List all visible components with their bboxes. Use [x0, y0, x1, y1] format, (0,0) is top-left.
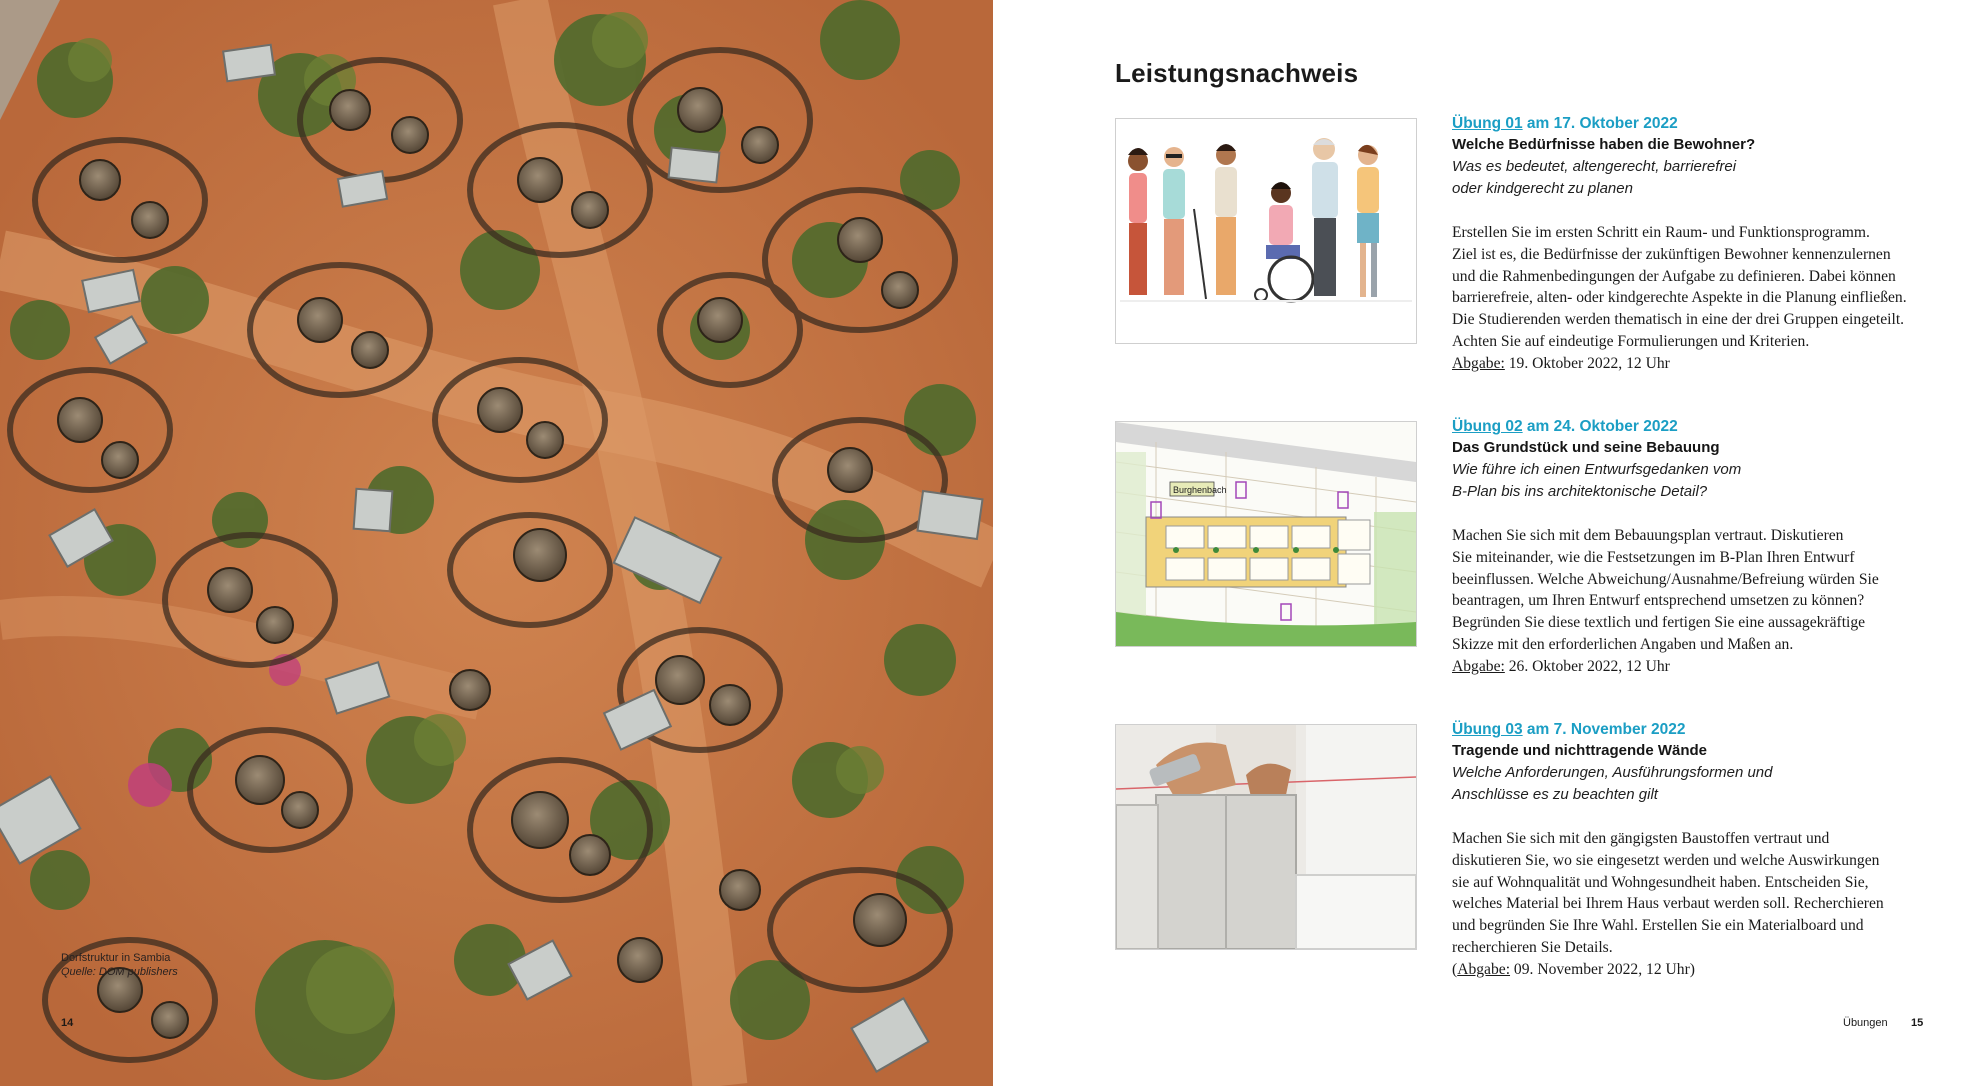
exercise-block-3: Übung 03 am 7. November 2022 Tragende un…: [1452, 719, 1952, 981]
assignments-page: Leistungsnachweis: [993, 0, 1984, 1086]
exercise-title: Welche Bedürfnisse haben die Bewohner?: [1452, 136, 1756, 153]
due-label: Abgabe:: [1452, 354, 1505, 372]
due-date: (Abgabe: 09. November 2022, 12 Uhr): [1452, 959, 1952, 981]
caption-source: Quelle: DOM publishers: [61, 966, 178, 978]
due-prefix: (: [1452, 960, 1458, 978]
exercise-subtitle: Anschlüsse es zu beachten gilt: [1452, 786, 1658, 803]
photo-caption: Dorfstruktur in Sambia Quelle: DOM publi…: [61, 951, 178, 979]
exercise-subtitle: Wie führe ich einen Entwurfsgedanken vom: [1452, 461, 1742, 478]
body-line: Achten Sie auf eindeutige Formulierungen…: [1452, 332, 1810, 350]
exercise-subtitle: Was es bedeutet, altengerecht, barrieref…: [1452, 158, 1737, 175]
exercise-subtitle: B-Plan bis ins architektonische Detail?: [1452, 483, 1708, 500]
body-line: und die Rahmenbedingungen der Aufgabe zu…: [1452, 267, 1896, 285]
body-line: Sie miteinander, wie die Festsetzungen i…: [1452, 548, 1855, 566]
people-illustration: [1115, 118, 1417, 344]
exercise-block-1: Übung 01 am 17. Oktober 2022 Welche Bedü…: [1452, 113, 1952, 375]
exercise-date: am 24. Oktober 2022: [1522, 418, 1678, 435]
exercise-subtitle: oder kindgerecht zu planen: [1452, 180, 1633, 197]
body-line: Skizze mit den erforderlichen Angaben un…: [1452, 635, 1794, 653]
wall-construction-image: [1116, 725, 1416, 949]
body-line: Erstellen Sie im ersten Schritt ein Raum…: [1452, 224, 1870, 241]
body-line: beantragen, um Ihren Entwurf entsprechen…: [1452, 592, 1865, 610]
body-line: Machen Sie sich mit dem Bebauungsplan ve…: [1452, 527, 1844, 544]
body-line: und begründen Sie Ihre Wahl. Erstellen S…: [1452, 917, 1864, 935]
body-line: welches Material bei Ihrem Haus verbaut …: [1452, 895, 1884, 913]
due-value: 19. Oktober 2022, 12 Uhr: [1504, 354, 1670, 372]
page-heading: Leistungsnachweis: [1115, 58, 1359, 88]
exercise-number: Übung 02: [1452, 418, 1523, 435]
development-plan-drawing: Burghenbach: [1116, 422, 1416, 646]
exercise-number: Übung 01: [1452, 115, 1523, 132]
caption-title: Dorfstruktur in Sambia: [61, 952, 171, 964]
exercise-header: Übung 03 am 7. November 2022: [1452, 719, 1952, 740]
page-number-right: 15: [1911, 1017, 1924, 1029]
exercise-date: am 17. Oktober 2022: [1522, 115, 1678, 132]
exercise-title: Das Grundstück und seine Bebauung: [1452, 439, 1720, 456]
page-number-left: 14: [61, 1017, 74, 1029]
running-footer-label: Übungen: [1843, 1017, 1888, 1029]
due-label: Abgabe:: [1452, 657, 1505, 675]
exercise-block-2: Übung 02 am 24. Oktober 2022 Das Grundst…: [1452, 416, 1952, 678]
exercise-description: Machen Sie sich mit dem Bebauungsplan ve…: [1452, 525, 1952, 678]
body-line: beeinflussen. Welche Abweichung/Ausnahme…: [1452, 570, 1879, 588]
exercise-description: Erstellen Sie im ersten Schritt ein Raum…: [1452, 222, 1952, 375]
due-suffix: ): [1689, 960, 1695, 978]
exercise-header: Übung 01 am 17. Oktober 2022: [1452, 113, 1952, 134]
body-line: sie auf Wohnqualität und Wohngesundheit …: [1452, 873, 1869, 891]
exercise-title: Tragende und nichttragende Wände: [1452, 742, 1708, 759]
plan-street-label: Burghenbach: [1173, 485, 1227, 495]
body-line: recherchieren Sie Details.: [1452, 938, 1613, 956]
body-line: Die Studierenden werden thematisch in ei…: [1452, 311, 1905, 329]
due-value: 26. Oktober 2022, 12 Uhr: [1504, 657, 1670, 675]
aerial-photo-page: Dorfstruktur in Sambia Quelle: DOM publi…: [0, 0, 993, 1086]
aerial-village-photo: [0, 0, 993, 1086]
due-label: Abgabe:: [1457, 960, 1511, 978]
body-line: Machen Sie sich mit den gängigsten Baust…: [1452, 830, 1830, 847]
body-line: Begründen Sie diese textlich und fertige…: [1452, 614, 1866, 632]
due-date: Abgabe: 26. Oktober 2022, 12 Uhr: [1452, 656, 1952, 678]
exercise-date: am 7. November 2022: [1522, 721, 1686, 738]
exercise-description: Machen Sie sich mit den gängigsten Baust…: [1452, 828, 1952, 981]
body-line: diskutieren Sie, wo sie eingesetzt werde…: [1452, 851, 1880, 869]
body-line: barrierefreie, alten- oder kindgerechte …: [1452, 289, 1907, 307]
due-date: Abgabe: 19. Oktober 2022, 12 Uhr: [1452, 353, 1952, 375]
site-plan-illustration: Burghenbach: [1115, 421, 1417, 647]
body-line: Ziel ist es, die Bedürfnisse der zukünft…: [1452, 245, 1891, 263]
exercise-subtitle: Welche Anforderungen, Ausführungsformen …: [1452, 764, 1773, 781]
diverse-people-icon: [1116, 119, 1416, 343]
exercise-number: Übung 03: [1452, 721, 1523, 738]
due-value: 09. November 2022, 12 Uhr: [1510, 960, 1690, 978]
exercise-header: Übung 02 am 24. Oktober 2022: [1452, 416, 1952, 437]
masonry-photo: [1115, 724, 1417, 950]
